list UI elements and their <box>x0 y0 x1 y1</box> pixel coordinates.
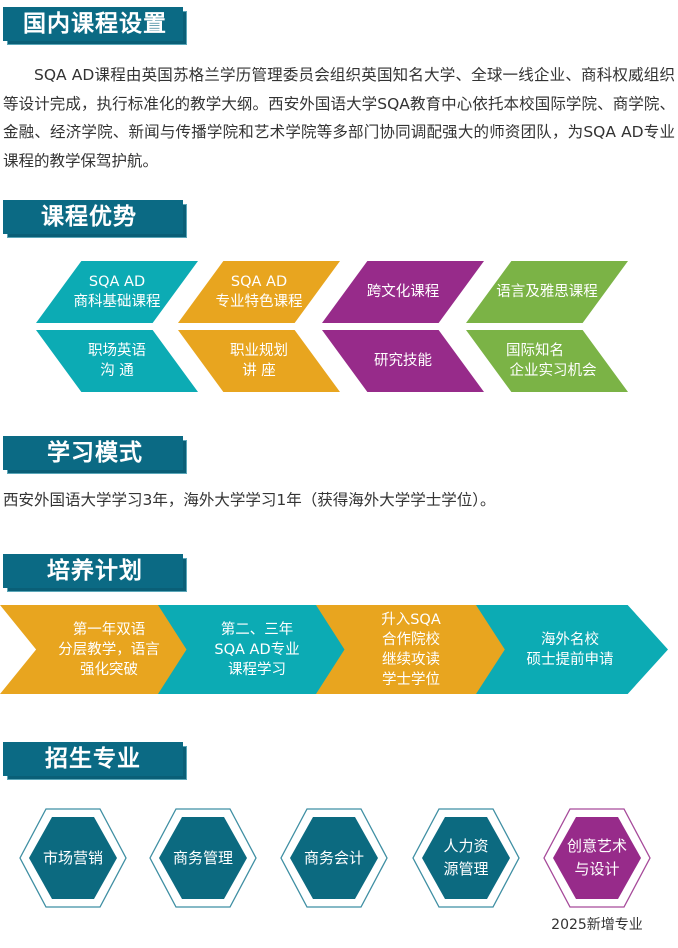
section-title: 国内课程设置 <box>23 11 167 37</box>
plan-step: 升入SQA 合作院校继续攻读学士学位 <box>316 605 506 694</box>
plan-step-line: 海外名校 <box>541 631 599 648</box>
header-box <box>3 554 183 588</box>
major-hexagon: 市场营销 <box>19 808 127 908</box>
plan-step-line: 第二、三年 <box>220 621 294 638</box>
advantage-line2: 沟 通 <box>100 363 134 379</box>
section-header-plan: 培养计划 <box>3 554 187 592</box>
major-hexagon: 商务管理 <box>149 808 257 908</box>
advantage-item: SQA AD 商科基础课程 <box>36 261 198 323</box>
hexagon-shape-icon <box>543 808 651 908</box>
section-header-majors: 招生专业 <box>3 742 187 780</box>
section-title: 招生专业 <box>45 746 141 772</box>
plan-step-line: 强化突破 <box>80 661 138 678</box>
section-title: 培养计划 <box>47 558 143 584</box>
section-header-advantages: 课程优势 <box>3 200 187 238</box>
advantage-item: 研究技能 <box>322 330 484 392</box>
plan-step-line: 第一年双语 <box>72 621 146 638</box>
advantage-item: 职场英语沟 通 <box>36 330 198 392</box>
header-box <box>3 742 183 776</box>
plan-step: 海外名校硕士提前申请 <box>476 605 668 694</box>
major-name: 源管理 <box>443 860 489 878</box>
plan-step-line: SQA AD专业 <box>214 641 300 658</box>
major-name: 市场营销 <box>42 848 103 867</box>
advantage-item: 语言及雅思课程 <box>466 261 628 323</box>
header-box <box>3 200 183 234</box>
plan-step-line: 升入SQA <box>381 611 441 628</box>
hexagon-shape-icon <box>280 808 388 908</box>
advantage-line2: 专业特色课程 <box>215 294 303 310</box>
plan-step-line: 分层教学，语言 <box>58 641 160 658</box>
advantage-item: 国际知名企业实习机会 <box>466 330 628 392</box>
header-box <box>3 436 183 470</box>
major-hexagon-new: 创意艺术与设计 <box>543 808 651 908</box>
plan-step: 第一年双语分层教学，语言强化突破 <box>0 605 190 694</box>
section-header-study-mode: 学习模式 <box>3 436 187 474</box>
major-name: 人力资 <box>443 837 489 855</box>
major-name: 与设计 <box>574 860 620 878</box>
section-title: 学习模式 <box>47 440 143 466</box>
plan-step-line: 硕士提前申请 <box>526 651 614 668</box>
major-name: 商务管理 <box>172 848 233 867</box>
plan-step-line: 继续攻读 <box>381 651 440 668</box>
plan-step: 第二、三年 SQA AD专业课程学习 <box>158 605 348 694</box>
section-title: 课程优势 <box>41 204 137 230</box>
major-name: 创意艺术 <box>566 837 627 855</box>
domestic-paragraph: SQA AD课程由英国苏格兰学历管理委员会组织英国知名大学、全球一线企业、商科权… <box>3 66 675 170</box>
advantage-line1: 国际知名 <box>506 343 564 359</box>
study-mode-text: 西安外国语大学学习3年，海外大学学习1年（获得海外大学学士学位）。 <box>3 491 496 509</box>
major-name: 商务会计 <box>303 848 364 867</box>
advantage-line2: 企业实习机会 <box>509 363 597 379</box>
hexagon-shape-icon <box>412 808 520 908</box>
section-header-domestic: 国内课程设置 <box>3 7 187 45</box>
advantage-line2: 讲 座 <box>242 363 276 379</box>
header-box <box>3 7 183 41</box>
plan-step-line: 学士学位 <box>381 671 440 688</box>
advantage-line1: 职场英语 <box>88 343 146 359</box>
advantage-line1: 研究技能 <box>374 353 432 369</box>
advantage-item: 跨文化课程 <box>322 261 484 323</box>
advantage-line1: 职业规划 <box>230 343 288 359</box>
plan-step-line: 合作院校 <box>381 631 440 648</box>
advantage-line1: 跨文化课程 <box>366 284 440 300</box>
advantage-line1: SQA AD <box>230 274 288 290</box>
advantage-line1: SQA AD <box>88 274 146 290</box>
major-hexagon: 人力资源管理 <box>412 808 520 908</box>
advantage-line1: 语言及雅思课程 <box>496 284 598 300</box>
hexagon-shape-icon <box>149 808 257 908</box>
advantage-item: SQA AD 专业特色课程 <box>178 261 340 323</box>
advantage-line2: 商科基础课程 <box>73 294 161 310</box>
new-major-note: 2025新增专业 <box>551 917 643 933</box>
hexagon-shape-icon <box>19 808 127 908</box>
major-hexagon: 商务会计 <box>280 808 388 908</box>
plan-step-line: 课程学习 <box>227 661 286 678</box>
advantage-item: 职业规划讲 座 <box>178 330 340 392</box>
